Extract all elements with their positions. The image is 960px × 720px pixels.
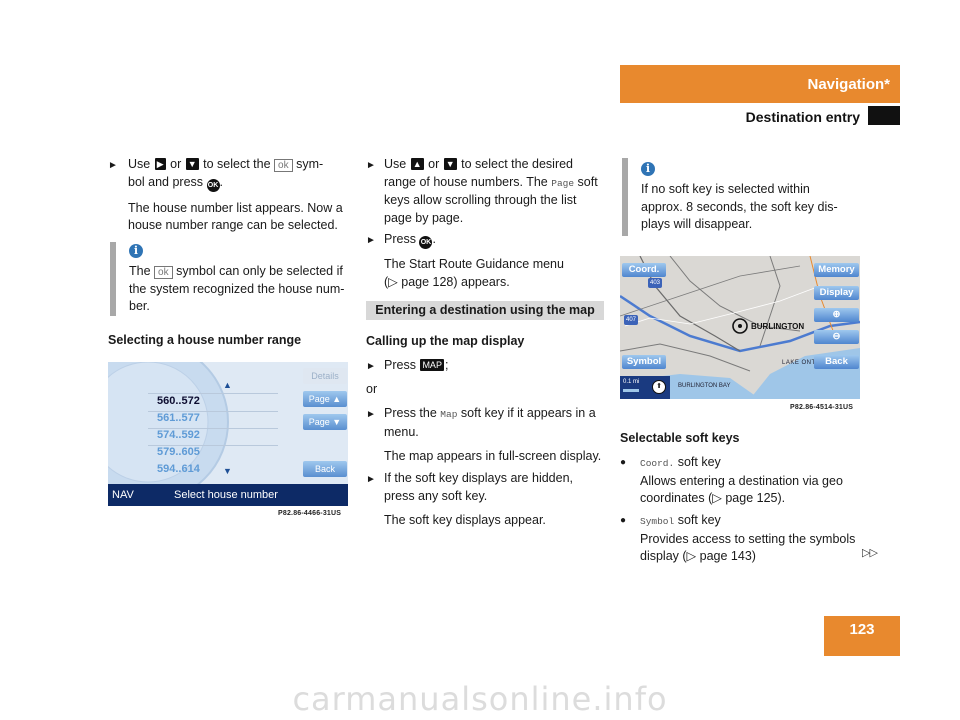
- compass-background: [108, 362, 229, 502]
- figure-caption: P82.86-4514-31US: [790, 404, 854, 411]
- house-number-screen: ▲ ▼ 560..572 561..577 574..592 579..605 …: [108, 362, 348, 506]
- col2-step1: ► Use ▲ or ▼ to select the desired range…: [366, 157, 598, 225]
- compass-icon: ⬆: [652, 380, 666, 394]
- or-text: or: [366, 382, 378, 396]
- scale-bar: [623, 389, 639, 392]
- info-box-bar: [622, 158, 628, 236]
- page-down-softkey[interactable]: Page ▼: [303, 414, 347, 430]
- ok-symbol: ok: [274, 159, 293, 172]
- display-softkey[interactable]: Display: [814, 286, 859, 300]
- map-screen: 403 407 BURLINGTON LAKE ONTARIO BURLINGT…: [620, 256, 860, 399]
- heading-map-display: Calling up the map display: [366, 334, 525, 348]
- up-arrow-key-icon: ▲: [410, 158, 424, 170]
- back-softkey[interactable]: Back: [303, 461, 347, 477]
- section-title: Navigation*: [807, 76, 890, 93]
- header-marker: [868, 106, 900, 125]
- watermark: carmanualsonline.info: [292, 680, 668, 718]
- symbol-softkey[interactable]: Symbol: [622, 355, 666, 369]
- continued-icon: ▷▷: [862, 547, 878, 559]
- info-icon: i: [129, 244, 143, 258]
- map-softkey-label: Map: [440, 409, 458, 420]
- scale-label: 0.1 mi: [623, 379, 640, 385]
- page-softkey-label: Page: [551, 177, 575, 189]
- scroll-down-icon[interactable]: ▼: [223, 466, 232, 476]
- screen-status-bar: NAV Select house number: [108, 484, 348, 506]
- coord-softkey[interactable]: Coord.: [622, 263, 666, 277]
- screen-title: Select house number: [174, 489, 278, 501]
- softkey-item-coord: ● Coord. soft key Allows entering a dest…: [620, 455, 843, 505]
- zoom-out-icon[interactable]: ⊖: [814, 330, 859, 344]
- info-note-1: The ok symbol can only be selected if th…: [129, 264, 345, 313]
- right-arrow-key-icon: ▶: [154, 158, 166, 170]
- map-key-icon: MAP: [420, 359, 444, 371]
- symbol-key-label: Symbol: [640, 516, 675, 527]
- map-lake-label: LAKE ONTARIO: [782, 360, 832, 366]
- ok-key-icon: OK: [206, 178, 220, 192]
- ok-key-icon: OK: [419, 236, 433, 249]
- col2-step2: ► Press OK. The Start Route Guidance men…: [366, 232, 564, 289]
- highway-shield-icon: 403: [648, 278, 662, 288]
- col2-step-softkey: ► Press the Map soft key if it appears i…: [366, 406, 602, 463]
- info-icon: i: [641, 162, 655, 176]
- info-box-bar: [110, 242, 116, 316]
- down-arrow-key-icon: ▼: [443, 158, 457, 170]
- heading-house-range: Selecting a house number range: [108, 333, 302, 347]
- back-softkey[interactable]: Back: [814, 355, 859, 369]
- nav-label: NAV: [112, 489, 134, 501]
- details-softkey[interactable]: Details: [303, 368, 347, 384]
- list-item[interactable]: 579..605: [157, 446, 200, 458]
- softkey-item-symbol: ● Symbol soft key Provides access to set…: [620, 513, 856, 563]
- col1-step1-result: The house number list appears. Now a hou…: [128, 200, 343, 233]
- list-item[interactable]: 574..592: [157, 429, 200, 441]
- list-item[interactable]: 561..577: [157, 412, 200, 424]
- zoom-in-icon[interactable]: ⊕: [814, 308, 859, 322]
- info-note-2: If no soft key is selected within approx…: [641, 182, 838, 231]
- subsection-title: Destination entry: [745, 109, 860, 125]
- scroll-up-icon[interactable]: ▲: [223, 380, 232, 390]
- map-town-label: BURLINGTON: [751, 322, 805, 331]
- down-arrow-key-icon: ▼: [185, 158, 199, 170]
- coord-key-label: Coord.: [640, 458, 675, 469]
- col1-step1: ► Use ▶ or ▼ to select the ok sym- bol a…: [108, 156, 348, 235]
- highway-shield-icon: 407: [624, 315, 638, 325]
- memory-softkey[interactable]: Memory: [814, 263, 859, 277]
- section-bar: Entering a destination using the map: [366, 301, 604, 320]
- page-number: 123: [824, 616, 900, 656]
- header-bar: [620, 65, 900, 103]
- col2-step-map: ► Press MAP;: [366, 358, 449, 372]
- col2-step-hidden: ► If the soft key displays are hidden, p…: [366, 471, 573, 527]
- list-item[interactable]: 594..614: [157, 463, 200, 475]
- figure-caption: P82.86-4466-31US: [278, 510, 342, 517]
- heading-soft-keys: Selectable soft keys: [620, 431, 740, 445]
- list-item[interactable]: 560..572: [157, 395, 200, 407]
- ok-symbol: ok: [154, 266, 173, 279]
- map-bay-label: BURLINGTON BAY: [678, 383, 731, 389]
- page-up-softkey[interactable]: Page ▲: [303, 391, 347, 407]
